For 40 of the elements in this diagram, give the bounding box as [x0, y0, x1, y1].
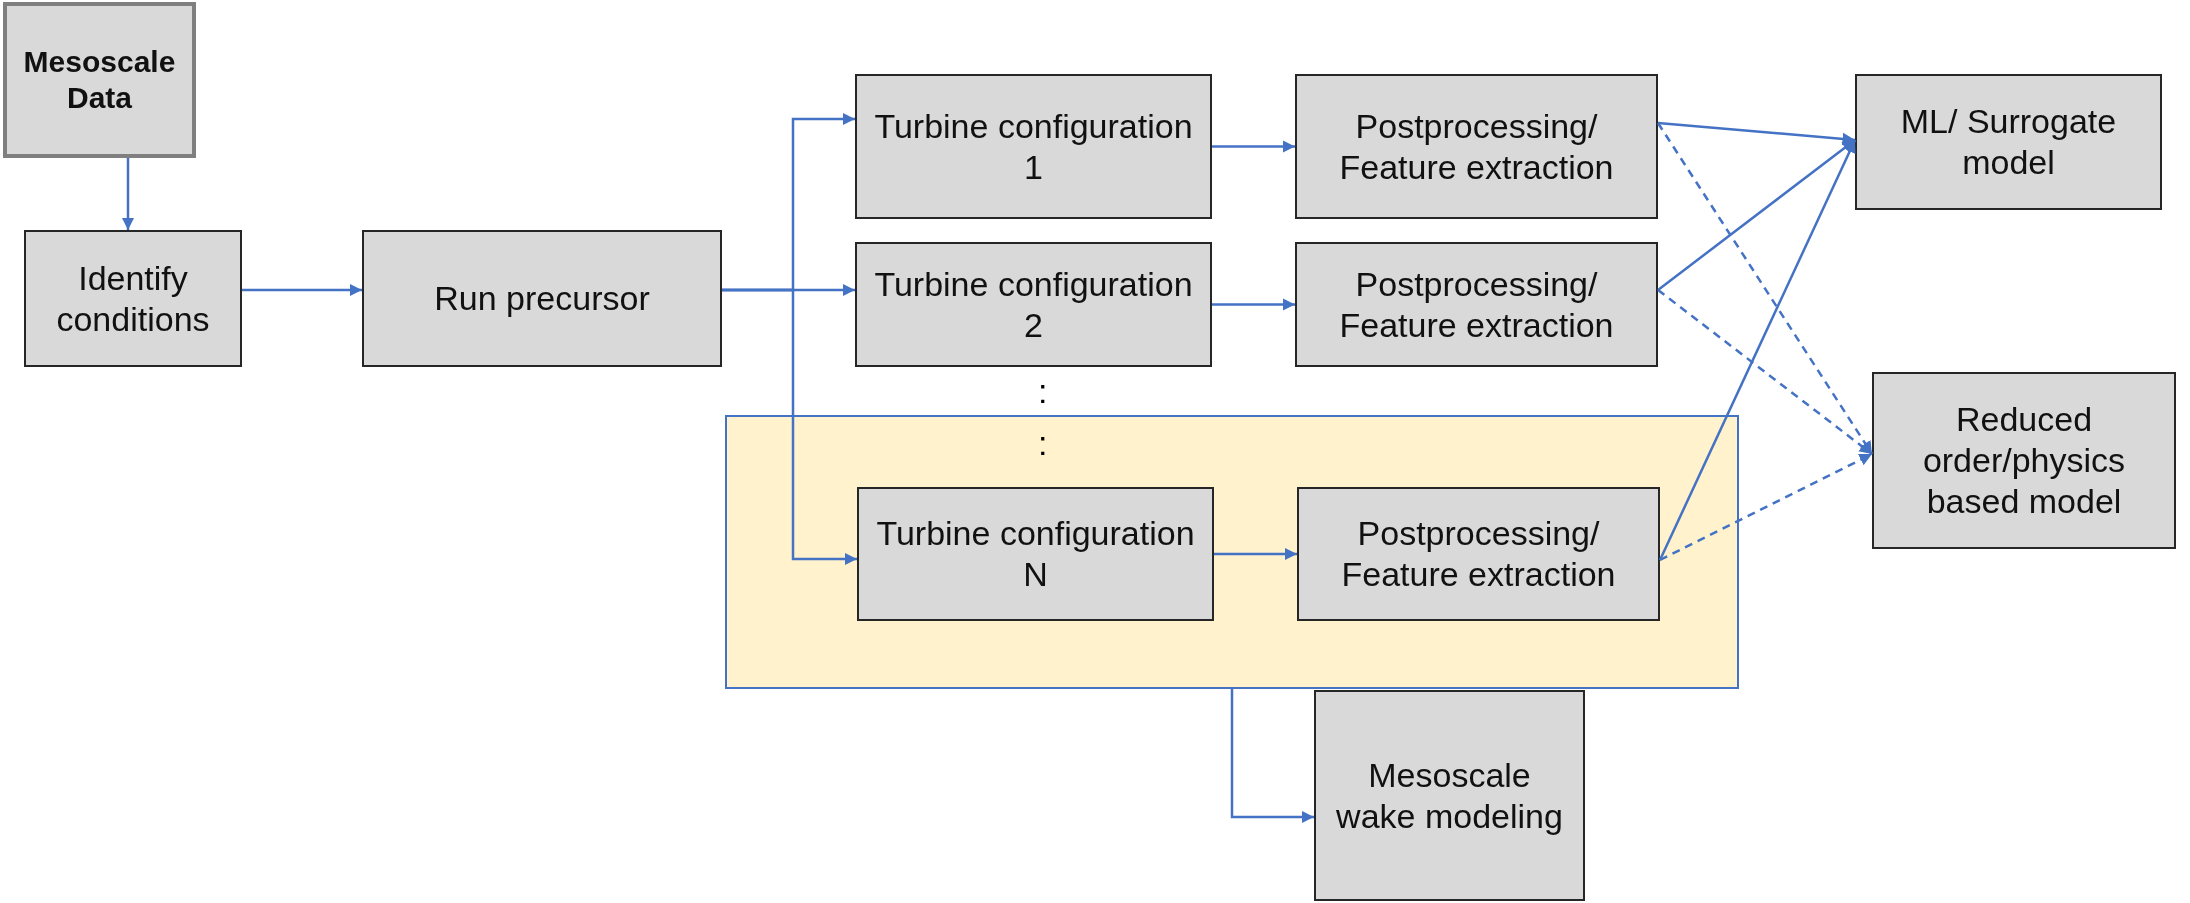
process-box [24, 230, 242, 367]
box-label: Turbine configuration 2 [873, 263, 1194, 346]
process-box [1295, 74, 1658, 219]
ellipsis-label: : [1038, 424, 1048, 463]
arrow [242, 283, 362, 297]
input-box [3, 2, 196, 158]
arrow [1212, 140, 1295, 153]
box-label: Postprocessing/ Feature extraction [1338, 105, 1615, 188]
box-label: Mesoscale wake modeling [1335, 754, 1564, 837]
box-label: Reduced order/physics based model [1921, 399, 2127, 522]
process-box [1314, 690, 1585, 901]
arrow [1657, 121, 1856, 146]
process-box [1855, 74, 2162, 210]
arrow [1230, 689, 1314, 824]
box-label: Mesoscale Data [22, 44, 177, 116]
ellipsis-label: : [1038, 372, 1048, 411]
box-label: Turbine configuration N [875, 513, 1196, 595]
group-panel [725, 415, 1739, 689]
dashed-arrow [1656, 122, 1874, 455]
box-label: Postprocessing/ Feature extraction [1338, 263, 1615, 346]
box-label: Run precursor [433, 278, 651, 319]
box-label: Identify conditions [55, 257, 211, 340]
process-box [1872, 372, 2176, 549]
box-label: Postprocessing/ Feature extraction [1340, 513, 1617, 595]
dashed-arrow [1657, 289, 1873, 455]
process-box [1295, 242, 1658, 367]
dashed-arrow [1659, 452, 1873, 562]
arrow [1212, 298, 1295, 311]
arrow [722, 288, 857, 566]
arrow [1658, 139, 1857, 561]
arrow [1214, 547, 1297, 561]
process-box [857, 487, 1214, 621]
process-box [362, 230, 722, 367]
process-box [855, 242, 1212, 367]
arrow [121, 158, 135, 230]
process-box [855, 74, 1212, 219]
process-box [1297, 487, 1660, 621]
arrow [1657, 139, 1856, 291]
box-label: ML/ Surrogate model [1899, 101, 2118, 183]
box-label: Turbine configuration 1 [873, 105, 1194, 188]
